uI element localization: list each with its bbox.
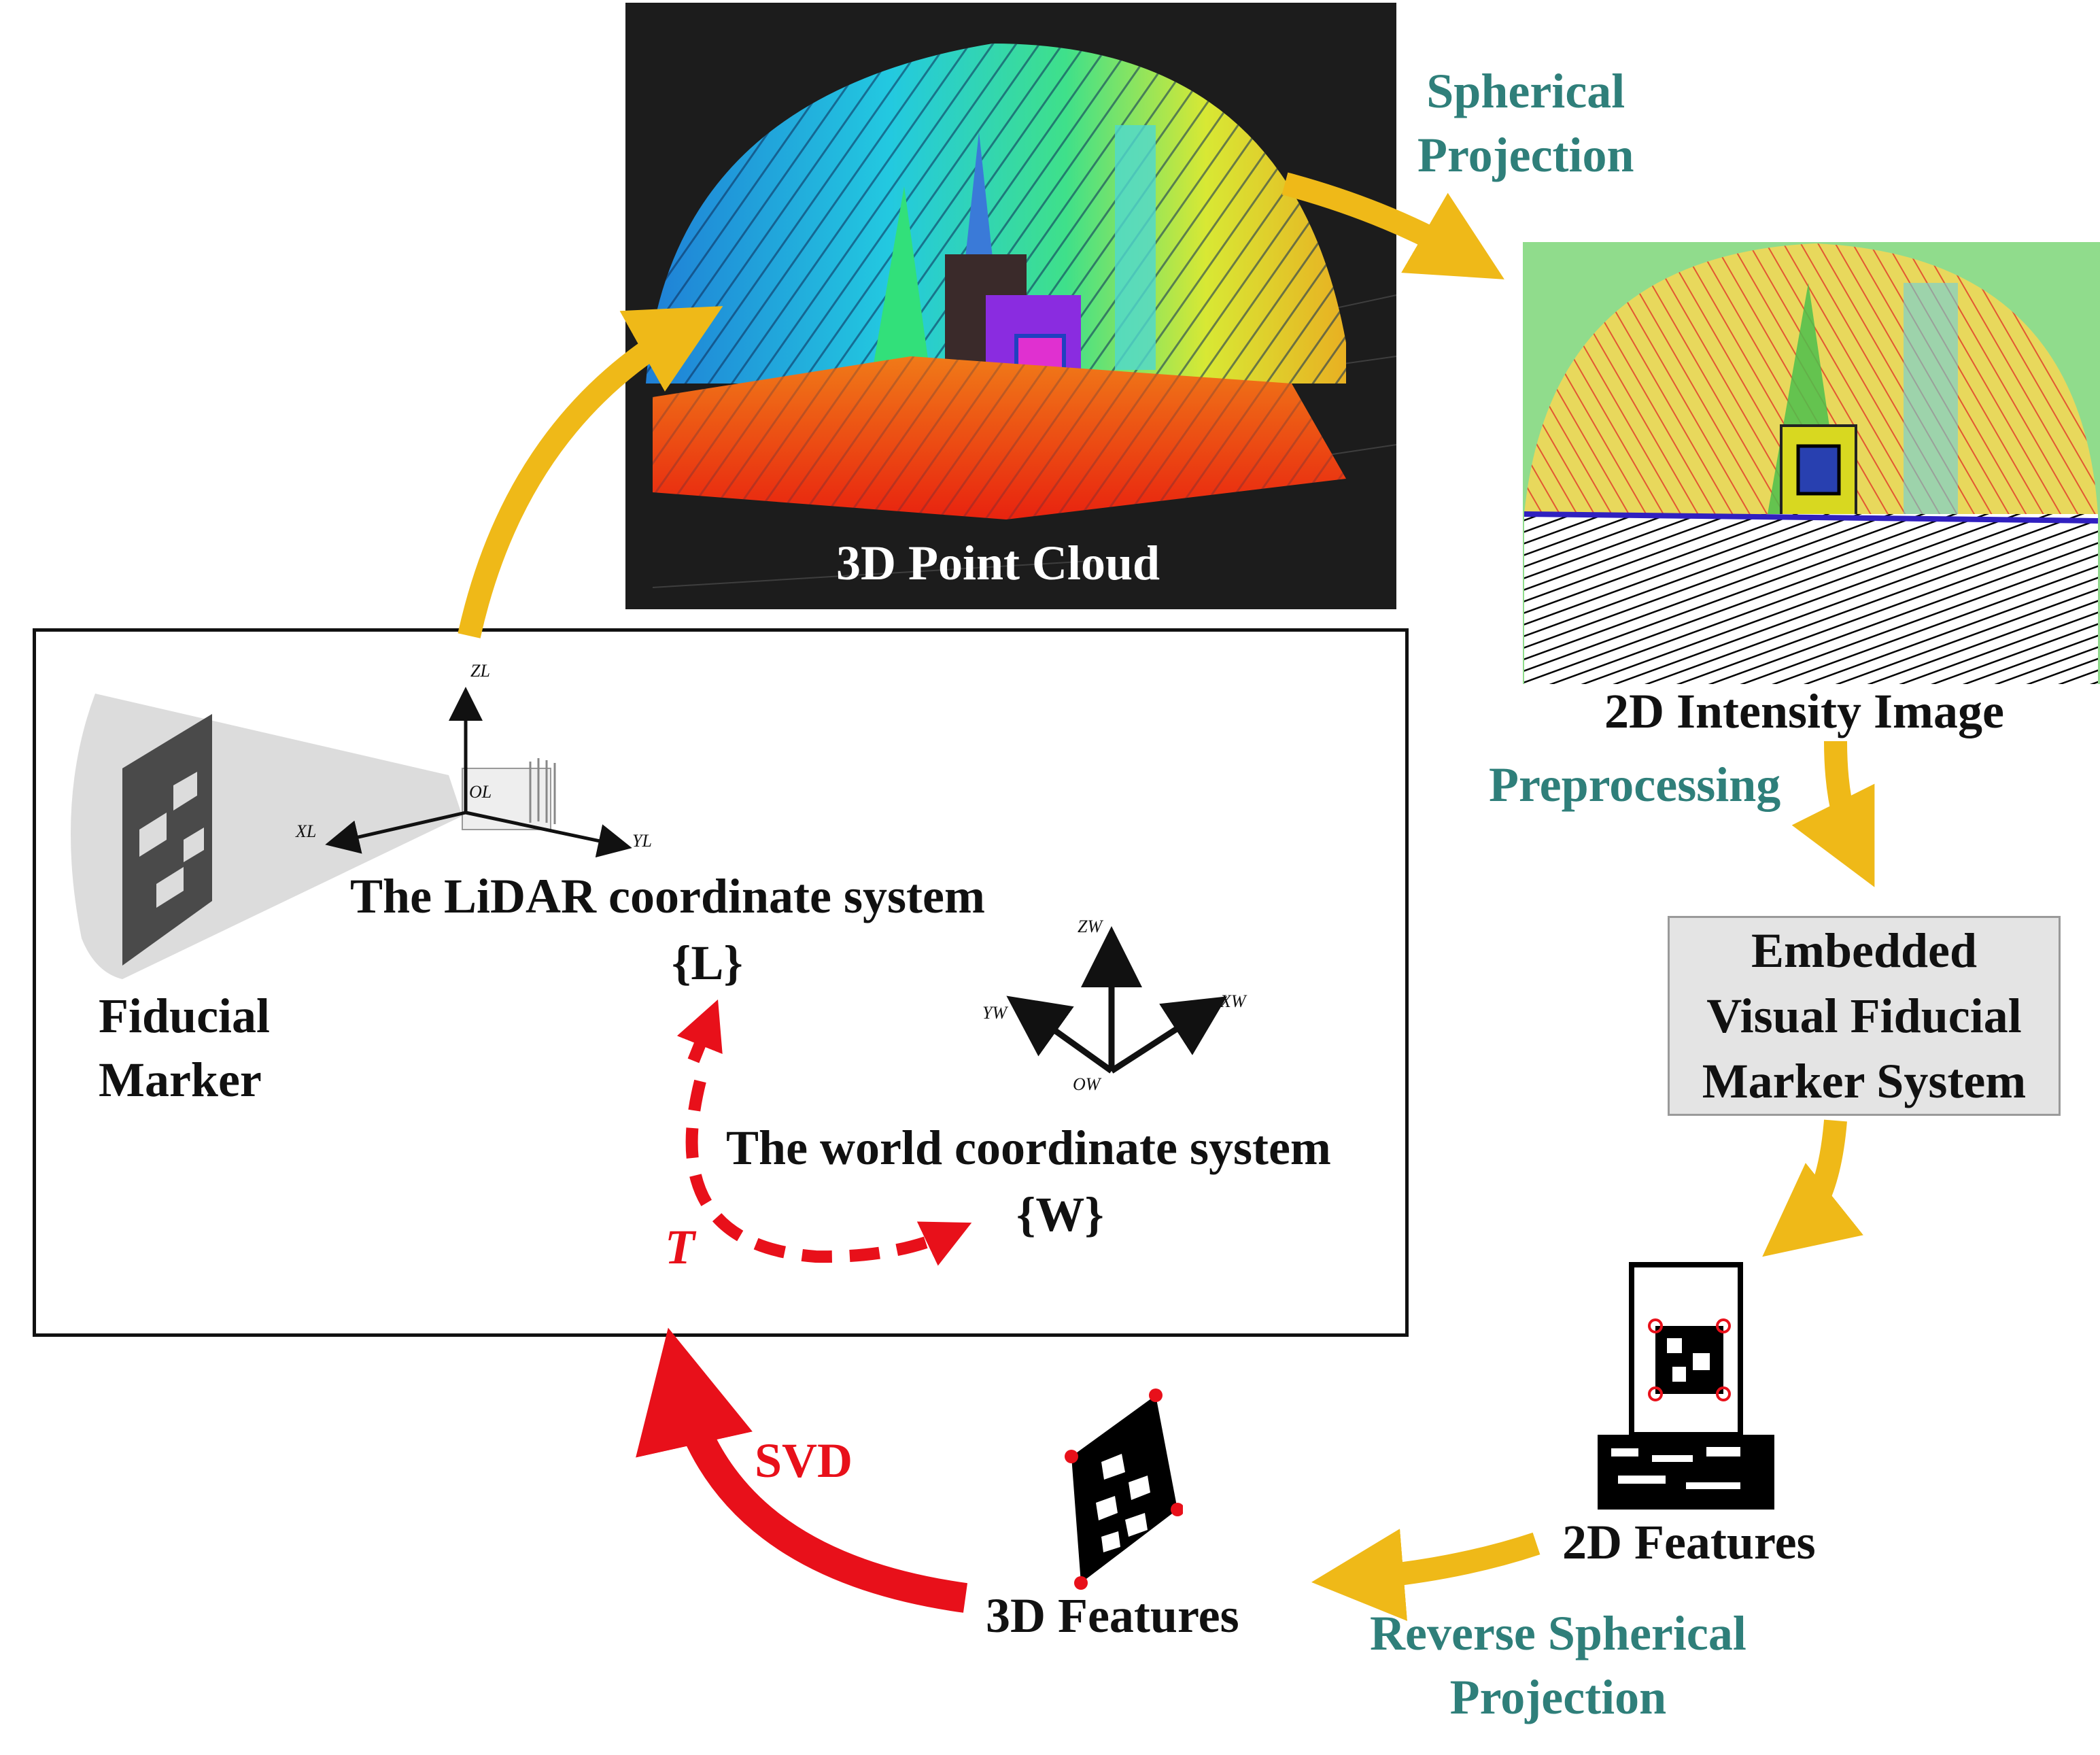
point-cloud-panel (625, 3, 1396, 609)
world-axes (1006, 926, 1228, 1074)
point-cloud-label: 3D Point Cloud (836, 536, 1160, 590)
world-system-symbol: {W} (1016, 1187, 1104, 1242)
lidar-system-symbol: {L} (672, 936, 743, 990)
features-3d-image (1065, 1388, 1183, 1590)
spherical-projection-line-1: Spherical (1426, 64, 1625, 118)
preprocessing-label: Preprocessing (1489, 757, 1781, 812)
intensity-image-label: 2D Intensity Image (1604, 684, 2004, 738)
world-y-label: YW (982, 1003, 1008, 1023)
arrow-reverse-projection (1311, 1529, 1540, 1621)
fiducial-marker-illustration (71, 694, 556, 979)
arrow-preprocessing (1791, 740, 1875, 887)
lidar-y-label: YL (632, 831, 652, 851)
embedded-marker-system-box: Embedded Visual Fiducial Marker System (1668, 916, 2061, 1116)
world-origin-label: OW (1073, 1074, 1101, 1094)
reverse-projection-line-2: Projection (1449, 1669, 1667, 1724)
features-2d-image (1598, 1262, 1774, 1510)
svd-label: SVD (755, 1433, 853, 1488)
features-2d-label: 2D Features (1562, 1515, 1816, 1569)
lidar-z-label: ZL (470, 661, 490, 681)
embedded-line-1: Embedded (1751, 923, 1978, 978)
intensity-image (1524, 243, 2099, 684)
fiducial-marker-line-2: Marker (99, 1052, 262, 1107)
lidar-x-label: XL (296, 821, 317, 841)
world-system-title: The world coordinate system (726, 1121, 1331, 1175)
reverse-projection-line-1: Reverse Spherical (1370, 1606, 1746, 1660)
spherical-projection-label: Spherical Projection (1417, 60, 1634, 187)
world-z-label: ZW (1078, 917, 1103, 936)
lidar-system-title: The LiDAR coordinate system (350, 869, 985, 923)
spherical-projection-line-2: Projection (1417, 127, 1634, 182)
arrow-to-2d-features (1762, 1119, 1863, 1257)
lidar-axes (325, 687, 632, 858)
features-3d-label: 3D Features (986, 1588, 1239, 1643)
transform-label: T (665, 1220, 695, 1274)
embedded-line-3: Marker System (1702, 1054, 2027, 1108)
lidar-origin-label: OL (469, 782, 492, 802)
intensity-image-panel (1523, 242, 2100, 684)
fiducial-marker-line-1: Fiducial (99, 989, 271, 1043)
world-x-label: XW (1220, 991, 1246, 1011)
point-cloud-image (646, 44, 1396, 588)
reverse-projection-label: Reverse Spherical Projection (1370, 1602, 1746, 1729)
fiducial-marker-label: Fiducial Marker (99, 985, 270, 1112)
embedded-line-2: Visual Fiducial (1706, 989, 2022, 1043)
